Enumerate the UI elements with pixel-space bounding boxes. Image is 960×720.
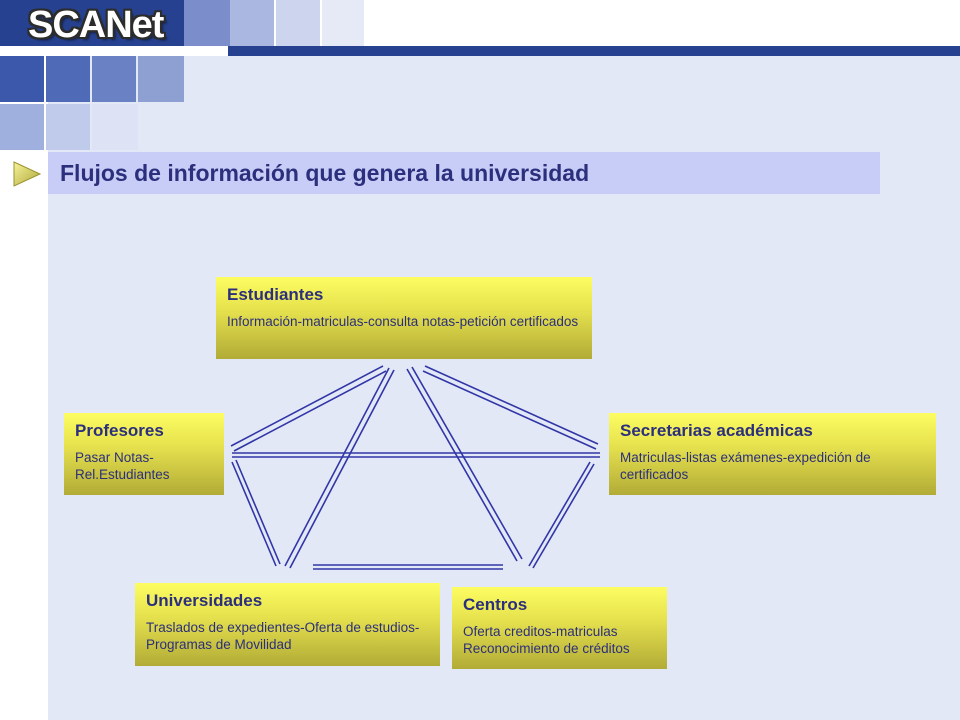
- node-description: Matriculas-listas exámenes-expedición de…: [620, 450, 871, 482]
- link-estudiantes-universidades: [284, 367, 395, 569]
- link-profesores-secretarias: [232, 452, 600, 458]
- node-description: Pasar Notas-Rel.Estudiantes: [75, 450, 170, 482]
- mosaic-tile: [92, 56, 136, 102]
- header-rule: [228, 46, 960, 56]
- link-secretarias-centros: [528, 461, 595, 569]
- logo: SCANet: [28, 4, 164, 46]
- link-estudiantes-centros: [406, 366, 523, 562]
- node-estudiantes: Estudiantes Información-matriculas-consu…: [216, 277, 592, 359]
- mosaic-tile: [0, 56, 44, 102]
- link-universidades-centros: [313, 564, 503, 570]
- node-title: Centros: [463, 595, 528, 614]
- mosaic-tile: [184, 0, 230, 46]
- node-title: Universidades: [146, 591, 263, 610]
- triangle-arrow-icon: [13, 161, 42, 187]
- mosaic-tile: [46, 104, 90, 150]
- mosaic-tile: [138, 56, 184, 102]
- link-estudiantes-secretarias: [422, 365, 599, 450]
- node-description: Oferta creditos-matriculas Reconocimient…: [463, 624, 630, 656]
- node-title: Secretarias académicas: [620, 421, 813, 440]
- mosaic-tile: [0, 104, 44, 150]
- mosaic-tile: [230, 0, 274, 46]
- mosaic-tile: [92, 104, 138, 150]
- mosaic-tile: [46, 56, 90, 102]
- node-title: Profesores: [75, 421, 164, 440]
- node-profesores: Profesores Pasar Notas-Rel.Estudiantes: [64, 413, 224, 495]
- slide-title: Flujos de información que genera la univ…: [60, 160, 590, 186]
- node-secretarias: Secretarias académicas Matriculas-listas…: [609, 413, 936, 495]
- node-title: Estudiantes: [227, 285, 324, 304]
- mosaic-tile: [276, 0, 320, 46]
- link-profesores-universidades: [231, 459, 281, 567]
- node-universidades: Universidades Traslados de expedientes-O…: [135, 583, 440, 666]
- node-description: Información-matriculas-consulta notas-pe…: [227, 314, 579, 329]
- link-estudiantes-profesores: [230, 365, 387, 452]
- title-bar: Flujos de información que genera la univ…: [48, 152, 880, 194]
- node-description: Traslados de expedientes-Oferta de estud…: [146, 620, 420, 652]
- mosaic-tile: [322, 0, 364, 46]
- node-centros: Centros Oferta creditos-matriculas Recon…: [452, 587, 667, 669]
